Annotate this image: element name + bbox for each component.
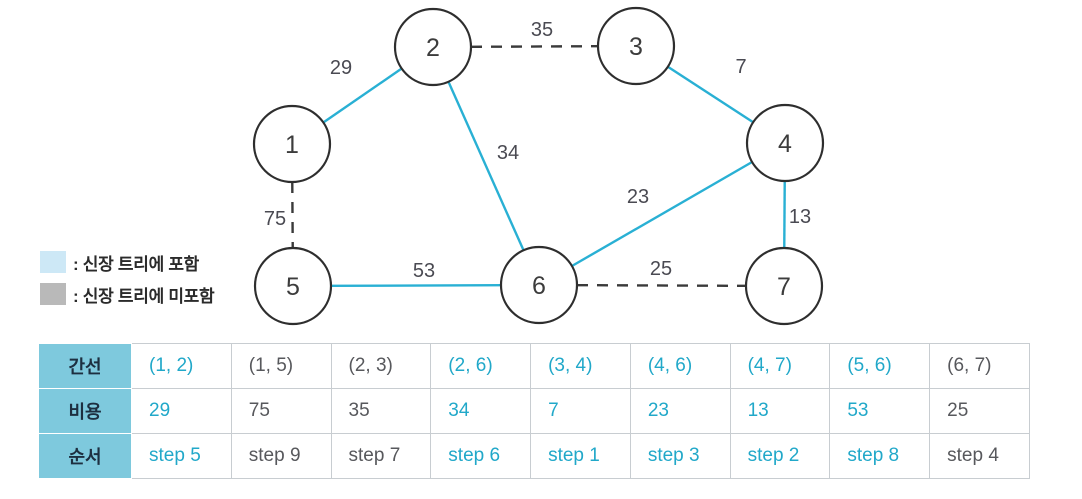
graph-node-label-2: 2 [426, 34, 440, 62]
cell-cost-3: 35 [330, 388, 432, 434]
graph-edge-2-3 [470, 44, 599, 49]
legend-item-excluded: : 신장 트리에 미포함 [40, 278, 260, 310]
cell-cost-9: 25 [929, 388, 1030, 434]
graph-node-label-3: 3 [629, 33, 643, 61]
table-row-edge: 간선(1, 2)(1, 5)(2, 3)(2, 6)(3, 4)(4, 6)(4… [38, 343, 1030, 389]
cell-edge-3: (2, 3) [330, 343, 432, 389]
edge-weight-6-7: 25 [650, 258, 672, 280]
cell-order-7: step 2 [729, 433, 831, 479]
cell-order-3: step 7 [330, 433, 432, 479]
cell-cost-2: 75 [230, 388, 332, 434]
edge-weight-3-4: 7 [735, 56, 746, 78]
cell-edge-8: (5, 6) [829, 343, 931, 389]
graph-node-4 [745, 103, 825, 183]
graph-node-label-6: 6 [532, 272, 546, 300]
graph-node-label-1: 1 [285, 131, 299, 159]
legend-swatch-excluded [40, 283, 66, 305]
graph-node-5 [253, 246, 333, 326]
cell-cost-8: 53 [829, 388, 931, 434]
legend: : 신장 트리에 포함 : 신장 트리에 미포함 [40, 246, 260, 310]
cell-edge-4: (2, 6) [430, 343, 532, 389]
cell-order-9: step 4 [929, 433, 1030, 479]
cell-order-2: step 9 [230, 433, 332, 479]
legend-label-included: : 신장 트리에 포함 [73, 254, 200, 274]
cell-cost-4: 34 [430, 388, 532, 434]
cell-order-4: step 6 [430, 433, 532, 479]
cell-edge-1: (1, 2) [131, 343, 232, 389]
graph-edge-1-2 [322, 67, 403, 124]
graph-node-6 [499, 245, 579, 325]
cell-edge-6: (4, 6) [629, 343, 731, 389]
cell-cost-7: 13 [729, 388, 831, 434]
edge-weight-2-3: 35 [531, 19, 553, 41]
graph-edge-3-4 [667, 65, 754, 124]
cell-edge-9: (6, 7) [929, 343, 1030, 389]
graph-node-label-7: 7 [777, 273, 791, 301]
legend-item-included: : 신장 트리에 포함 [40, 246, 260, 278]
graph-node-1 [252, 104, 332, 184]
graph-edge-2-6 [447, 81, 525, 251]
graph-node-label-5: 5 [286, 273, 300, 301]
cell-cost-5: 7 [530, 388, 631, 434]
cell-edge-7: (4, 7) [729, 343, 831, 389]
graph-node-2 [393, 7, 473, 87]
legend-swatch-included [40, 251, 66, 273]
cell-cost-6: 23 [629, 388, 731, 434]
cell-order-1: step 5 [131, 433, 232, 479]
row-header-cost: 비용 [38, 388, 132, 434]
edge-cost-order-table: 간선(1, 2)(1, 5)(2, 3)(2, 6)(3, 4)(4, 6)(4… [38, 343, 1030, 479]
graph-edge-5-6 [330, 283, 502, 288]
edge-weight-4-6: 23 [627, 186, 649, 208]
cell-edge-5: (3, 4) [530, 343, 631, 389]
cell-cost-1: 29 [131, 388, 232, 434]
cell-order-5: step 1 [530, 433, 631, 479]
edge-weight-1-5: 75 [264, 208, 286, 230]
graph-node-7 [744, 246, 824, 326]
cell-order-8: step 8 [829, 433, 931, 479]
graph-edge-4-6 [571, 160, 753, 268]
edge-weight-5-6: 53 [413, 260, 435, 282]
edge-weight-2-6: 34 [497, 142, 519, 164]
table-body: 간선(1, 2)(1, 5)(2, 3)(2, 6)(3, 4)(4, 6)(4… [38, 343, 1030, 479]
cell-order-6: step 3 [629, 433, 731, 479]
edge-weight-4-7: 13 [789, 206, 811, 228]
row-header-edge: 간선 [38, 343, 132, 389]
graph-node-3 [596, 6, 676, 86]
edge-weight-1-2: 29 [330, 57, 352, 79]
row-header-order: 순서 [38, 433, 132, 479]
graph-edge-6-7 [576, 283, 747, 288]
cell-edge-2: (1, 5) [230, 343, 332, 389]
graph-node-label-4: 4 [778, 130, 792, 158]
legend-label-excluded: : 신장 트리에 미포함 [73, 286, 215, 306]
